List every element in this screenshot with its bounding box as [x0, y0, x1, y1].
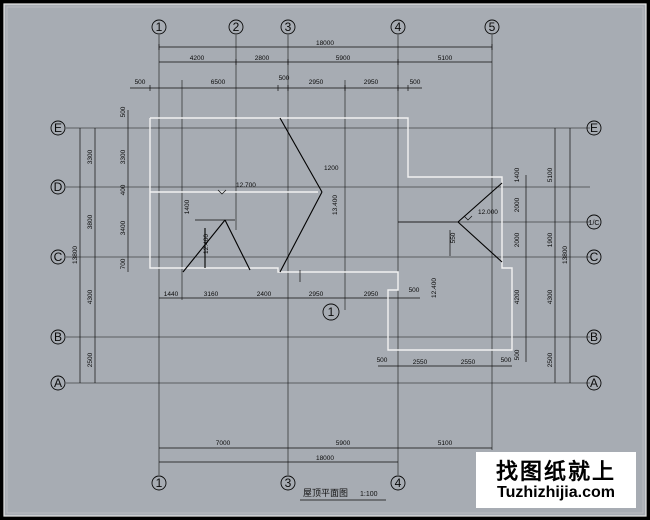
dim-left-in-5: 700 [120, 258, 127, 269]
dim-low-1: 500 [377, 357, 388, 364]
dim-mid-5: 2950 [364, 291, 379, 298]
axis-labels: 1 2 3 4 5 1 3 4 E D C B A E 1/C C B A 1 [54, 20, 600, 490]
axis-label-bottom-1: 1 [156, 476, 163, 490]
dim-top-r2-2: 2800 [255, 55, 270, 62]
dim-left-seg-3: 4300 [87, 289, 94, 304]
dim-top-r3-1: 500 [135, 79, 146, 86]
bottom-dimension-text: 7000 5900 5100 18000 [216, 440, 453, 462]
axis-label-left-a: A [54, 376, 62, 390]
elev-2: 13.400 [332, 195, 339, 215]
dim-right-in-3: 2000 [514, 232, 521, 247]
drawing-title: 屋顶平面图 1:100 [300, 488, 386, 501]
dim-left-seg-1: 3300 [87, 149, 94, 164]
dim-right-seg-3: 4300 [547, 289, 554, 304]
dim-top-r3-5: 2950 [364, 79, 379, 86]
dim-top-r2-1: 4200 [190, 55, 205, 62]
drawing-frame [3, 3, 647, 517]
dim-bottom-3: 5100 [438, 440, 453, 447]
dim-bottom-overall: 18000 [316, 455, 334, 462]
section-mark: 1 [328, 305, 335, 319]
title-text: 屋顶平面图 [303, 488, 348, 498]
dim-right-in-2: 2000 [514, 197, 521, 212]
dim-left-outer: 13800 [72, 246, 79, 264]
dim-right-seg-2: 1900 [547, 232, 554, 247]
axis-label-left-c: C [54, 250, 63, 264]
elev-1: 12.700 [236, 182, 256, 189]
watermark-en: Tuzhizhijia.com [497, 484, 615, 501]
dim-right-seg-1: 5100 [547, 167, 554, 182]
dim-bottom-2: 5900 [336, 440, 351, 447]
dim-top-r3-3: 500 [279, 75, 290, 82]
axis-label-right-c: C [590, 250, 599, 264]
axis-label-right-b: B [590, 330, 598, 344]
dim-mid-3: 2400 [257, 291, 272, 298]
elev-3: 12.400 [203, 234, 210, 254]
elev-4: 12.000 [478, 209, 498, 216]
axis-label-top-4: 4 [395, 20, 402, 34]
elevation-marks: 12.700 13.400 12.400 12.000 12.400 1200 … [184, 165, 498, 298]
dim-right-in-1: 1400 [514, 167, 521, 182]
small-dim-3: 550 [450, 232, 457, 243]
left-dimension-text: 13800 3300 3800 4300 2500 500 3300 400 3… [72, 106, 127, 367]
dim-top-r2-4: 5100 [438, 55, 453, 62]
axis-label-top-2: 2 [233, 20, 240, 34]
side-dimension-lines [79, 110, 571, 383]
dim-bottom-1: 7000 [216, 440, 231, 447]
dim-top-overall: 18000 [316, 40, 334, 47]
top-dimension-text: 18000 4200 2800 5900 5100 500 6500 500 2… [135, 40, 453, 86]
dim-right-seg-4: 2500 [547, 352, 554, 367]
dim-right-outer: 13800 [562, 246, 569, 264]
dim-mid-2: 3160 [204, 291, 219, 298]
roof-outline [149, 117, 513, 351]
dim-low-3: 2550 [461, 359, 476, 366]
axis-label-left-b: B [54, 330, 62, 344]
axis-label-top-5: 5 [489, 20, 496, 34]
dim-top-r3-2: 6500 [211, 79, 226, 86]
dim-left-in-3: 400 [120, 184, 127, 195]
axis-label-right-1c: 1/C [589, 220, 600, 227]
dim-low-2: 2550 [413, 359, 428, 366]
title-scale: 1:100 [360, 491, 378, 498]
right-dimension-text: 13800 5100 1900 4300 2500 1400 2000 2000… [514, 167, 569, 367]
dim-right-in-5: 500 [514, 349, 521, 360]
axis-label-left-d: D [54, 180, 63, 194]
elev-5: 12.400 [431, 278, 438, 298]
watermark-cn: 找图纸就上 [495, 460, 616, 485]
vertical-axis-lines [158, 35, 493, 475]
watermark: 找图纸就上 Tuzhizhijia.com [476, 452, 636, 508]
axis-label-top-3: 3 [285, 20, 292, 34]
dim-top-r3-4: 2950 [309, 79, 324, 86]
small-dim-1: 1200 [324, 165, 339, 172]
top-dimension-lines [130, 44, 493, 91]
dim-left-in-1: 500 [120, 106, 127, 117]
axis-label-left-e: E [54, 121, 62, 135]
dim-mid-6: 500 [409, 287, 420, 294]
dim-left-seg-4: 2500 [87, 352, 94, 367]
dim-left-in-2: 3300 [120, 149, 127, 164]
dim-left-seg-2: 3800 [87, 214, 94, 229]
dim-mid-1: 1440 [164, 291, 179, 298]
dim-mid-4: 2950 [309, 291, 324, 298]
dim-top-r2-3: 5900 [336, 55, 351, 62]
axis-label-right-e: E [590, 121, 598, 135]
axis-label-bottom-4: 4 [395, 476, 402, 490]
axis-label-right-a: A [590, 376, 598, 390]
small-dim-2: 1400 [184, 199, 191, 214]
bottom-dimension-lines [159, 297, 512, 463]
axis-label-top-1: 1 [156, 20, 163, 34]
dim-top-r3-6: 500 [410, 79, 421, 86]
dim-low-4: 500 [501, 357, 512, 364]
axis-label-bottom-3: 3 [285, 476, 292, 490]
inner-dimension-text: 1440 3160 2400 2950 2950 500 500 2550 25… [164, 287, 512, 366]
dim-right-in-4: 4200 [514, 289, 521, 304]
axis-bubbles [50, 19, 602, 491]
dim-left-in-4: 3400 [120, 220, 127, 235]
